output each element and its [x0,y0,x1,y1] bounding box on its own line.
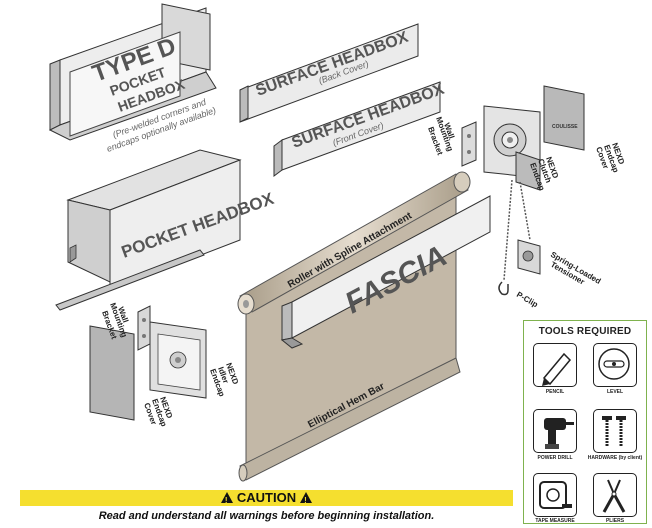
surface-headbox-back-cover [239,23,419,123]
tape-measure-icon [539,481,572,509]
tool-level [593,343,637,387]
roller-tube [237,171,471,315]
tool-label-pliers: PLIERS [605,518,625,524]
screws-icon [602,416,626,446]
pocket-headbox-large [55,149,242,311]
tool-label-level: LEVEL [606,389,624,395]
caution-message: Read and understand all warnings before … [98,510,435,522]
caution-bar: CAUTION [20,490,513,509]
wall-mounting-bracket-top [461,121,477,167]
surface-headbox-front-cover [273,81,441,177]
cover-brand-text-right: COULISSE [552,124,578,130]
tool-label-power-drill: POWER DRILL [537,455,573,461]
bead-chain [503,179,531,281]
tool-label-tape-measure: TAPE MEASURE [535,518,575,524]
tool-label-hardware: HARDWARE (by client) [587,455,643,461]
elliptical-hem-bar [238,357,461,482]
tool-pliers [593,473,637,517]
wall-mounting-bracket-bottom [137,305,151,351]
nexd-idler-endcap [149,321,207,399]
pencil-icon [542,352,572,386]
spring-loaded-tensioner [517,239,541,275]
tool-label-pencil: PENCIL [545,389,565,395]
caution-banner: CAUTION Read and understand all warnings… [20,490,513,526]
tools-required-panel: TOOLS REQUIRED PENCIL LEVEL POWER DRILL [523,320,647,524]
tools-required-title: TOOLS REQUIRED [538,326,632,337]
fascia-panel [280,195,491,349]
type-d-pocket-headbox [48,3,217,141]
nexd-endcap-cover-left [89,325,135,421]
nexd-endcap-cover-right: COULISSE [543,85,585,151]
power-drill-icon [544,418,574,449]
level-icon [598,348,630,380]
pliers-icon [602,479,626,513]
caution-title: CAUTION [236,490,297,505]
tool-power-drill [533,409,577,453]
p-clip-label: P-Clip [515,290,540,309]
p-clip [498,281,509,296]
tool-hardware [593,409,637,453]
warning-triangle-icon [220,492,233,509]
tool-pencil [533,343,577,387]
warning-triangle-icon [300,492,313,509]
tool-tape-measure [533,473,577,517]
nexd-clutch-endcap [483,105,541,191]
